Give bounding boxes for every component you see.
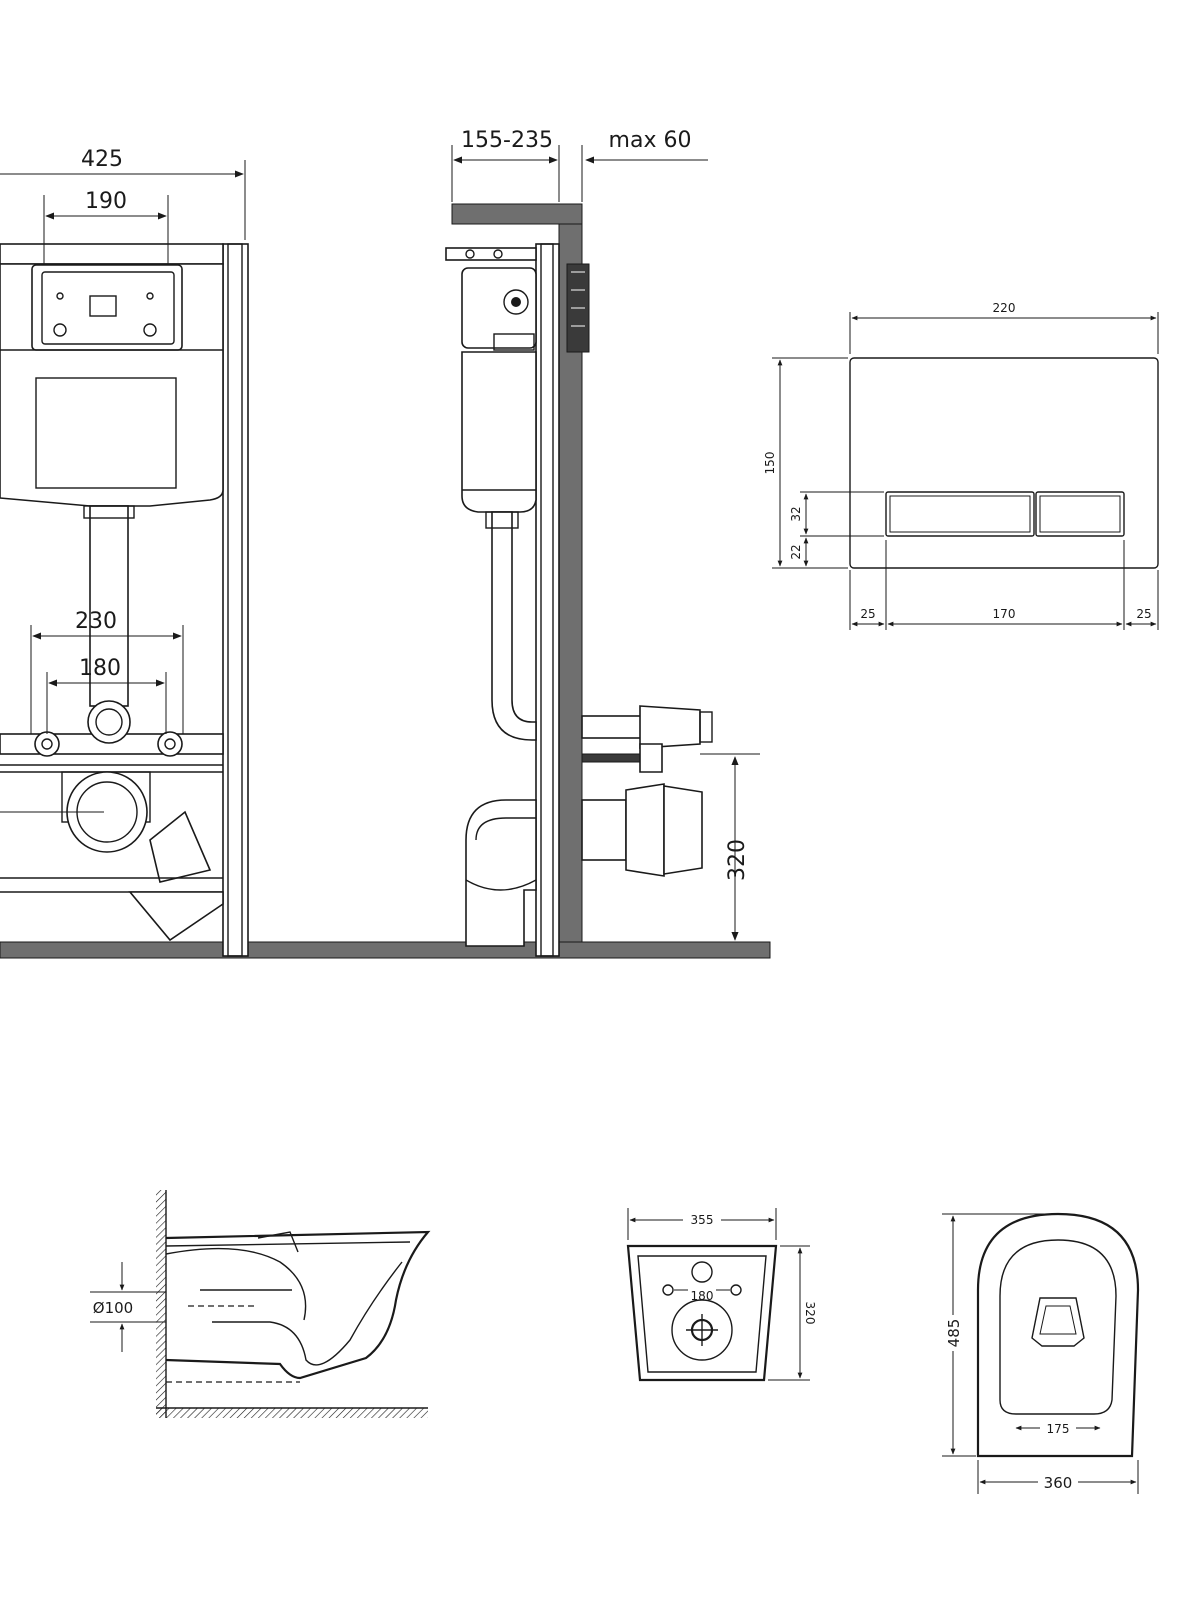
side-flush-pipe	[491, 511, 537, 741]
bowl-back-view: 180 355 320	[626, 1208, 817, 1382]
dim-label-d100: Ø100	[93, 1299, 133, 1317]
bowl-top-outline	[976, 1212, 1140, 1458]
dim-label-mount-180: 180	[691, 1289, 714, 1303]
bowl-back-outline	[626, 1244, 778, 1382]
floor-hatch	[156, 1408, 428, 1418]
bowl-back-outlet	[671, 1299, 733, 1361]
side-frame-post	[535, 243, 560, 957]
frame-side-view: 155-235 max 60 320	[445, 128, 760, 957]
dim-label-155-235: 155-235	[461, 128, 553, 153]
dim-label-220: 220	[993, 301, 1016, 315]
dim-label-320-back: 320	[803, 1302, 817, 1325]
flush-outlet	[87, 700, 131, 744]
dim-label-150: 150	[763, 452, 777, 475]
drain-elbow	[465, 799, 537, 947]
dim-label-22: 22	[789, 544, 803, 559]
dim-label-485: 485	[945, 1319, 963, 1348]
frame-post-right	[222, 243, 249, 957]
wall-hatch	[156, 1190, 166, 1418]
mount-bolt	[581, 753, 643, 763]
dim-label-180: 180	[79, 656, 121, 681]
flush-plate-view: 220 150 32 22 25 170 25	[763, 301, 1159, 630]
flush-button-large	[885, 491, 1035, 537]
bowl-side-view: Ø100	[90, 1190, 431, 1418]
frame-front-view: 425 190 230 180	[0, 147, 771, 959]
flush-pipe	[89, 505, 129, 707]
dim-label-360: 360	[1044, 1474, 1073, 1492]
dim-label-230: 230	[75, 609, 117, 634]
dim-label-355: 355	[691, 1213, 714, 1227]
dim-label-425: 425	[81, 147, 123, 172]
bowl-outline	[165, 1230, 431, 1380]
mount-stud-left	[34, 731, 60, 757]
bowl-top-view: 485 175 360	[942, 1212, 1140, 1494]
dim-label-320: 320	[725, 839, 750, 881]
dim-label-25-right: 25	[1136, 607, 1151, 621]
wall-top-slab	[451, 203, 583, 225]
floor-line	[0, 941, 771, 959]
dim-label-25-left: 25	[860, 607, 875, 621]
dim-label-max60: max 60	[609, 128, 692, 153]
dim-label-175: 175	[1047, 1422, 1070, 1436]
frame-top-bar	[0, 243, 224, 265]
service-opening	[31, 264, 183, 351]
dim-label-190: 190	[85, 189, 127, 214]
flush-plate	[849, 357, 1159, 569]
flush-button-small	[1035, 491, 1125, 537]
dim-label-32: 32	[789, 506, 803, 521]
cistern-side	[461, 351, 537, 513]
mount-stud-right	[157, 731, 183, 757]
dim-label-170: 170	[993, 607, 1016, 621]
